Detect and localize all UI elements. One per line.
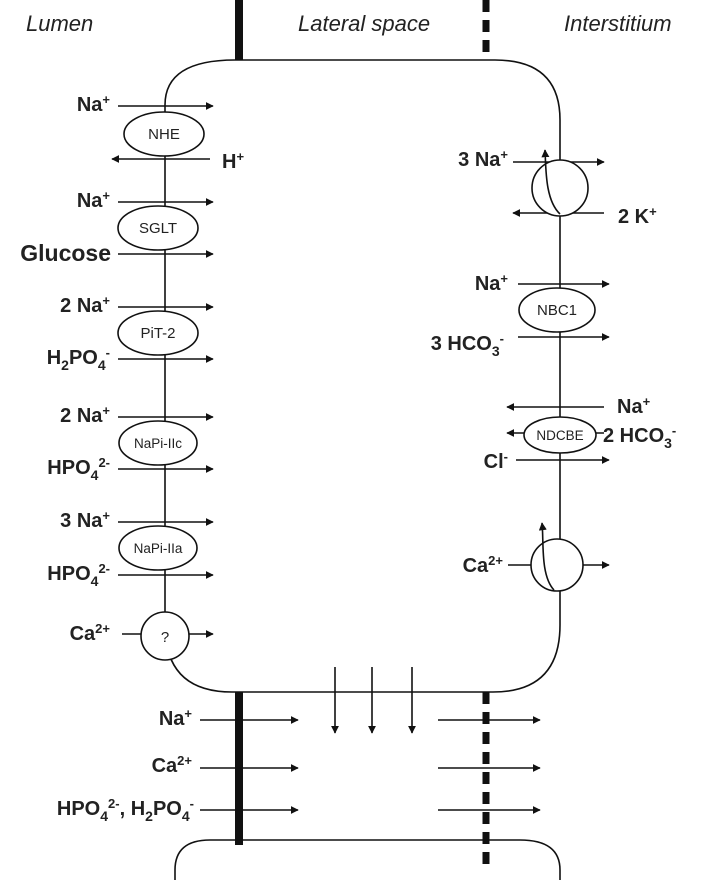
transporter-ca-pump: Ca2+ [463, 522, 610, 592]
sglt-glucose-label: Glucose [20, 240, 111, 266]
lateral-ca-label: Ca2+ [152, 753, 193, 777]
na-k-pump-k-label: 2 K+ [618, 204, 657, 228]
nbc1-hco3-label: 3 HCO3- [431, 331, 504, 359]
transporter-sglt: SGLT Na+ Glucose [20, 188, 214, 266]
pit2-label: PiT-2 [140, 325, 175, 342]
lateral-flux-na: Na+ [159, 706, 541, 730]
ca-pump-ca-label: Ca2+ [463, 553, 504, 577]
pit2-h2po4-label: H2PO4- [47, 345, 110, 373]
transporter-unknown-ca: ? Ca2+ [70, 611, 214, 661]
transporter-na-k-pump: 3 Na+ 2 K+ [458, 147, 657, 228]
napi-iic-label: NaPi-IIc [134, 436, 182, 451]
lateral-flow-arrows [331, 667, 416, 734]
ndcbe-hco3-label: 2 HCO3- [603, 423, 676, 451]
unknown-ca-label: Ca2+ [70, 621, 111, 645]
napi-iic-na-label: 2 Na+ [60, 403, 110, 427]
transporter-nhe: NHE Na+ H+ [77, 92, 245, 173]
transporter-napi-iic: NaPi-IIc 2 Na+ HPO42- [47, 403, 214, 483]
transporter-nbc1: NBC1 Na+ 3 HCO3- [431, 271, 610, 359]
header-lumen: Lumen [26, 11, 93, 36]
epithelial-cell-outline [164, 59, 561, 693]
napi-iia-na-label: 3 Na+ [60, 508, 110, 532]
nhe-na-label: Na+ [77, 92, 111, 116]
na-k-pump-na-label: 3 Na+ [458, 147, 508, 171]
transporter-napi-iia: NaPi-IIa 3 Na+ HPO42- [47, 508, 214, 589]
header-interstitium: Interstitium [564, 11, 672, 36]
nhe-h-label: H+ [222, 149, 244, 173]
sglt-label: SGLT [139, 220, 177, 237]
lateral-flux-phosphate: HPO42-, H2PO4- [57, 796, 541, 824]
napi-iic-hpo4-label: HPO42- [47, 455, 110, 483]
transporter-ndcbe: NDCBE Na+ 2 HCO3- Cl- [484, 394, 677, 473]
pit2-na-label: 2 Na+ [60, 293, 110, 317]
lateral-flux-ca: Ca2+ [152, 753, 541, 777]
header-lateral-space: Lateral space [298, 11, 430, 36]
ndcbe-cl-label: Cl- [484, 449, 508, 473]
sglt-na-label: Na+ [77, 188, 111, 212]
nhe-label: NHE [148, 126, 180, 143]
adjacent-cell-outline [174, 839, 561, 880]
transporter-pit2: PiT-2 2 Na+ H2PO4- [47, 293, 214, 373]
unknown-transporter-label: ? [161, 629, 169, 646]
nbc1-na-label: Na+ [475, 271, 509, 295]
lateral-phosphate-label: HPO42-, H2PO4- [57, 796, 194, 824]
napi-iia-hpo4-label: HPO42- [47, 561, 110, 589]
lateral-na-label: Na+ [159, 706, 193, 730]
ndcbe-na-label: Na+ [617, 394, 651, 418]
nbc1-label: NBC1 [537, 302, 577, 319]
napi-iia-label: NaPi-IIa [134, 541, 183, 556]
ndcbe-label: NDCBE [536, 428, 583, 443]
